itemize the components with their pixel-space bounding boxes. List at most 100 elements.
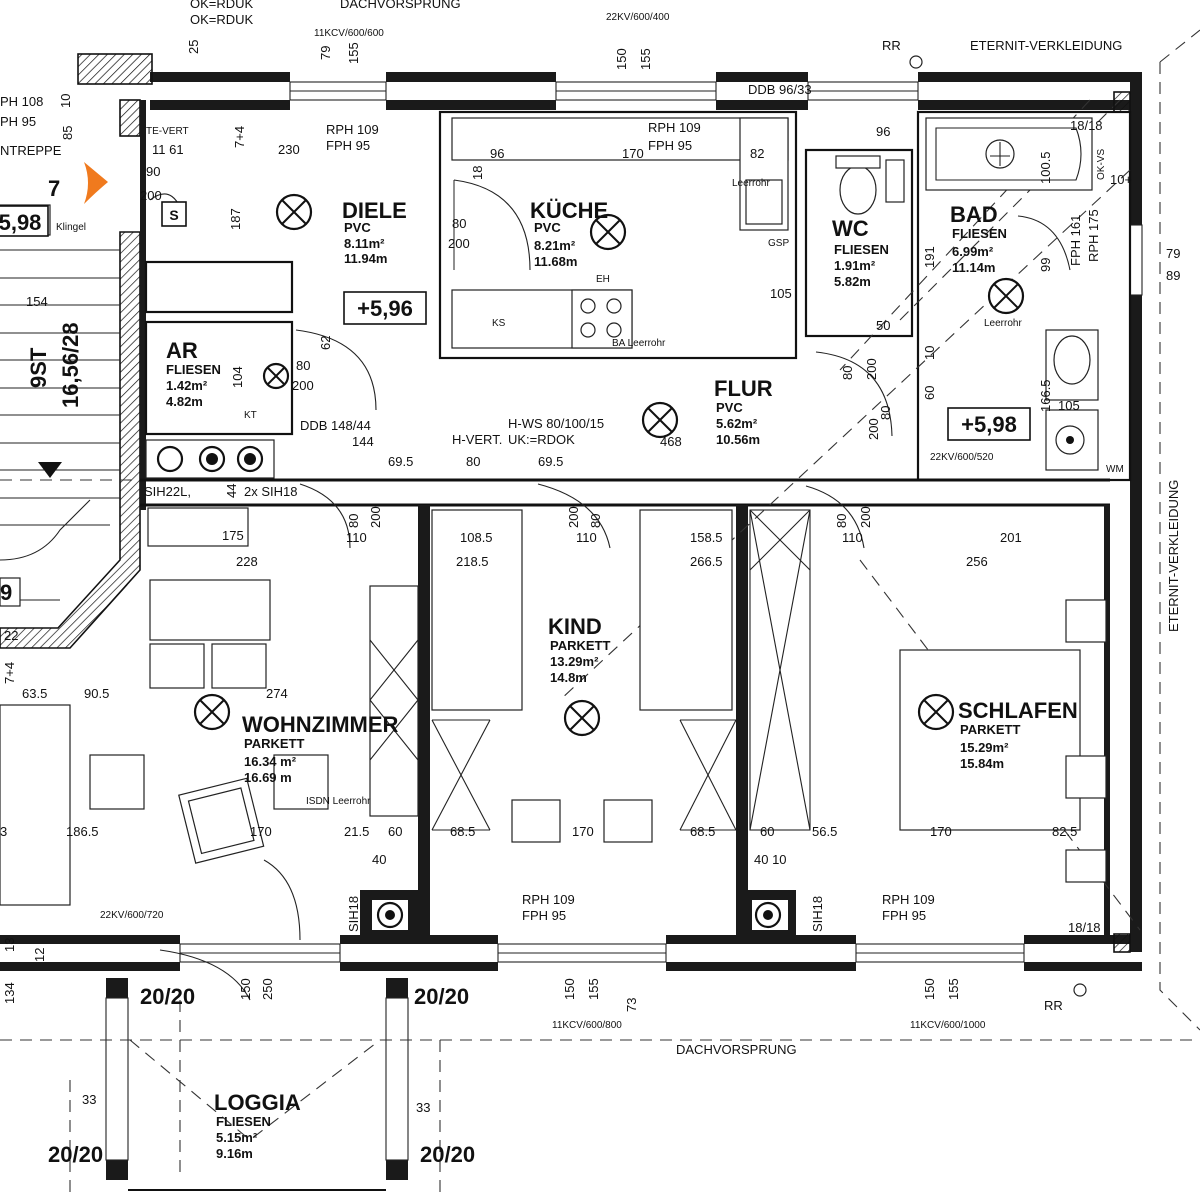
label-dachvorsprung-bottom: DACHVORSPRUNG [676, 1042, 797, 1057]
kitchen-fixtures [451, 117, 789, 349]
svg-text:11.68m: 11.68m [534, 254, 577, 269]
dim-label: 96 [876, 124, 890, 139]
dim-label: 69.5 [538, 454, 563, 469]
label-ukrdok: UK:=RDOK [508, 432, 575, 447]
dim-label: 18/18 [1068, 920, 1101, 935]
svg-text:PARKETT: PARKETT [960, 722, 1020, 737]
dim-label: 73 [624, 998, 639, 1012]
dim-label: 100.5 [1038, 151, 1053, 184]
label-rph-108: PH 108 [0, 94, 43, 109]
lamp-icon [262, 362, 290, 390]
label-ok-rduk-b: OK=RDUK [190, 12, 254, 27]
label-fph-95-c: FPH 95 [522, 908, 566, 923]
room-label-kind: KIND PARKETT 13.29m² 14.8m [548, 614, 610, 685]
svg-text:1.91m²: 1.91m² [834, 258, 876, 273]
dim-label: 25 [186, 40, 201, 54]
label-leerrohr: Leerrohr [984, 318, 1022, 329]
dim-label: 158.5 [690, 530, 723, 545]
svg-text:LOGGIA: LOGGIA [214, 1090, 301, 1115]
dim-label: 108.5 [460, 530, 493, 545]
label-treppe: NTREPPE [0, 143, 62, 158]
bath-fixtures [925, 117, 1099, 471]
label-eh: EH [596, 274, 610, 285]
label-stair-dim: 16,56/28 [58, 322, 83, 408]
label-sih18-left: SIH18 [346, 896, 361, 932]
dim-label: 170 [250, 824, 272, 839]
dim-label: 44 [224, 484, 239, 498]
dim-label: 104 [230, 366, 245, 388]
dim-label: 274 [266, 686, 288, 701]
label-ok-vs: OK-VS [1096, 149, 1107, 180]
svg-text:WC: WC [832, 216, 869, 241]
label-rph-109-a: RPH 109 [326, 122, 379, 137]
room-label-ar: AR FLIESEN 1.42m² 4.82m [166, 338, 221, 409]
dim-label: 170 [572, 824, 594, 839]
dim-label: 170 [622, 146, 644, 161]
meters [145, 439, 275, 479]
svg-text:PVC: PVC [534, 220, 561, 235]
dim-label: 110 [576, 530, 597, 545]
label-hvert: H-VERT. [452, 432, 502, 447]
dim-label: 200 [866, 418, 881, 440]
label-klingel: Klingel [56, 222, 86, 233]
svg-text:15.84m: 15.84m [960, 756, 1004, 771]
dim-label: 82.5 [1052, 824, 1077, 839]
svg-text:11.14m: 11.14m [952, 260, 995, 275]
dim-label: 250 [260, 978, 275, 1000]
dim-label: 200 [292, 378, 314, 393]
label-eternit-right: ETERNIT-VERKLEIDUNG [1166, 480, 1181, 632]
label-eternit-top: ETERNIT-VERKLEIDUNG [970, 38, 1122, 53]
label-dachvorsprung-top: DACHVORSPRUNG [340, 0, 461, 11]
dim-label: 60 [760, 824, 774, 839]
svg-text:11.94m: 11.94m [344, 251, 387, 266]
svg-text:BAD: BAD [950, 202, 998, 227]
label-rph-109-b: RPH 109 [648, 120, 701, 135]
lamp-icon [641, 401, 679, 439]
dim-label: 13 [2, 938, 17, 952]
dim-label: 155 [638, 48, 653, 70]
dim-label: 150 [922, 978, 937, 1000]
lamp-icon [917, 693, 955, 731]
dim-label: 89 [1166, 268, 1180, 283]
dim-label: 20/20 [140, 984, 195, 1009]
label-fph-95-a: FPH 95 [326, 138, 370, 153]
room-label-diele: DIELE PVC 8.11m² 11.94m [342, 198, 407, 266]
lamp-icon [589, 213, 627, 251]
ceiling-lamps [193, 193, 1025, 737]
dim-label: 7+4 [2, 662, 17, 684]
dim-label: 11 61 [152, 142, 184, 157]
svg-text:KIND: KIND [548, 614, 602, 639]
door-swings [149, 179, 1071, 1001]
dim-label: 80 [588, 514, 603, 528]
svg-text:FLIESEN: FLIESEN [952, 226, 1007, 241]
label-window-tag-wohn: 22KV/600/720 [100, 910, 164, 921]
label-fph-95-d: FPH 95 [882, 908, 926, 923]
dim-label: 170 [930, 824, 952, 839]
dim-label: 80 [452, 216, 466, 231]
dim-label: 18/18 [1070, 118, 1103, 133]
label-rph-175: RPH 175 [1086, 209, 1101, 262]
dim-label: 68.5 [450, 824, 475, 839]
label-ba-leerrohr: BA Leerrohr [612, 338, 666, 349]
label-ddb-mid: DDB 148/44 [300, 418, 371, 433]
svg-text:16.69 m: 16.69 m [244, 770, 292, 785]
dim-label: 90.5 [84, 686, 109, 701]
dim-label: 80 [878, 406, 893, 420]
svg-text:5,98: 5,98 [0, 210, 41, 235]
label-gsp: GSP [768, 238, 789, 249]
label-sih22l: SIH22L, [144, 484, 191, 499]
svg-text:FLUR: FLUR [714, 376, 773, 401]
dim-label: 80 [466, 454, 480, 469]
label-fph-95-b: FPH 95 [648, 138, 692, 153]
dim-label: 155 [346, 42, 361, 64]
label-fph-95-left: PH 95 [0, 114, 36, 129]
label-ok-rduk-a: OK=RDUK [190, 0, 254, 11]
label-2x-sih18: 2x SIH18 [244, 484, 297, 499]
wc-fixtures [835, 155, 905, 215]
dim-label: 68.5 [690, 824, 715, 839]
dim-label: 69.5 [388, 454, 413, 469]
dim-label: 60 [388, 824, 402, 839]
dim-label: 56.5 [812, 824, 837, 839]
label-fph-161: FPH 161 [1068, 215, 1083, 266]
dim-label: 90 [146, 164, 160, 179]
